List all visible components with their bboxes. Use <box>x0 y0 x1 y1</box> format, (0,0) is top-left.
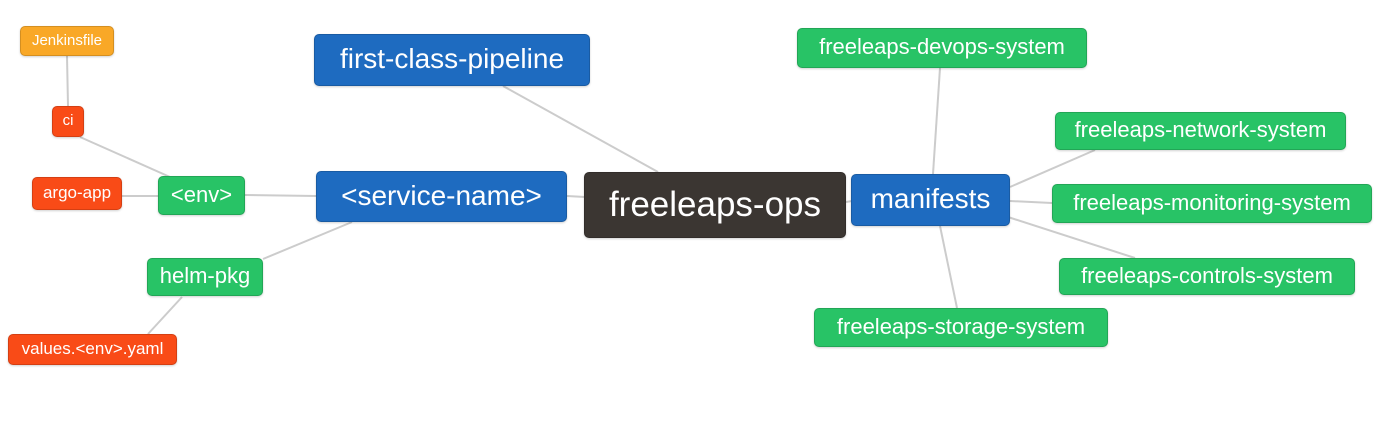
node-argo-app[interactable]: argo-app <box>32 177 122 210</box>
node-freeleaps-network-system[interactable]: freeleaps-network-system <box>1055 112 1346 150</box>
node-freeleaps-storage-system[interactable]: freeleaps-storage-system <box>814 308 1108 347</box>
node-freeleaps-monitoring-system[interactable]: freeleaps-monitoring-system <box>1052 184 1372 223</box>
edge-manifests-to-freeleaps-storage-system <box>939 225 958 309</box>
node-helm-pkg[interactable]: helm-pkg <box>147 258 263 296</box>
node-first-class-pipeline[interactable]: first-class-pipeline <box>314 34 590 86</box>
node-label: <service-name> <box>341 179 542 211</box>
node-label: <env> <box>170 181 233 207</box>
edge-ci-to-env <box>79 136 171 178</box>
node-label: manifests <box>870 183 991 214</box>
node-label: ci <box>62 112 74 129</box>
node-env[interactable]: <env> <box>158 176 245 215</box>
node-label: values.<env>.yaml <box>21 339 164 358</box>
edge-helm-pkg-to-service-name <box>262 221 353 260</box>
node-label: freeleaps-ops <box>608 184 822 224</box>
edge-values-env-yaml-to-helm-pkg <box>147 296 183 335</box>
edge-manifests-to-freeleaps-devops-system <box>932 67 941 175</box>
node-freeleaps-devops-system[interactable]: freeleaps-devops-system <box>797 28 1087 68</box>
node-label: helm-pkg <box>159 263 251 288</box>
node-label: argo-app <box>42 183 112 202</box>
edge-manifests-to-freeleaps-controls-system <box>1007 216 1136 259</box>
node-service-name[interactable]: <service-name> <box>316 171 567 222</box>
edge-jenkinsfile-to-ci <box>66 55 69 107</box>
edge-first-class-pipeline-to-freeleaps-ops <box>502 85 659 173</box>
edge-service-name-to-freeleaps-ops <box>566 195 586 198</box>
node-freeleaps-controls-system[interactable]: freeleaps-controls-system <box>1059 258 1355 295</box>
node-label: freeleaps-devops-system <box>819 34 1065 59</box>
node-label: Jenkinsfile <box>31 31 103 49</box>
edge-manifests-to-freeleaps-monitoring-system <box>1009 200 1053 204</box>
node-values-env-yaml[interactable]: values.<env>.yaml <box>8 334 177 365</box>
node-label: freeleaps-network-system <box>1074 117 1327 142</box>
node-label: freeleaps-monitoring-system <box>1073 189 1351 215</box>
node-label: freeleaps-storage-system <box>836 313 1086 339</box>
node-manifests[interactable]: manifests <box>851 174 1010 226</box>
node-ci[interactable]: ci <box>52 106 84 137</box>
node-label: freeleaps-controls-system <box>1081 262 1333 288</box>
node-label: first-class-pipeline <box>339 43 565 74</box>
node-freeleaps-ops[interactable]: freeleaps-ops <box>584 172 846 238</box>
edge-env-to-service-name <box>244 194 317 197</box>
node-jenkinsfile[interactable]: Jenkinsfile <box>20 26 114 56</box>
edge-manifests-to-freeleaps-network-system <box>1009 149 1096 188</box>
